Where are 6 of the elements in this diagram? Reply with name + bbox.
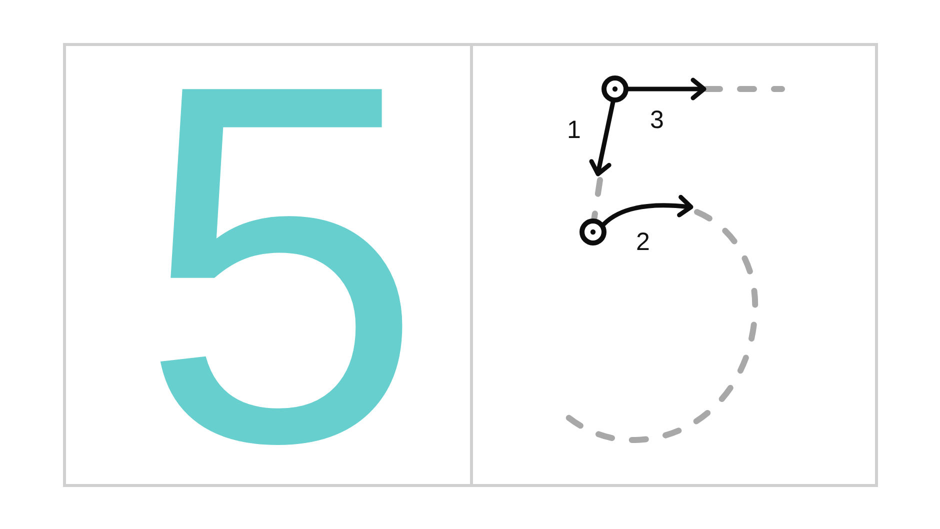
stroke-order-number: 2 [636, 230, 650, 255]
model-digit-panel [63, 43, 473, 487]
stroke-order-number: 3 [650, 108, 664, 133]
model-digit: 5 [140, 78, 424, 450]
tracing-guide-panel [473, 43, 878, 487]
stroke-order-number: 1 [567, 118, 581, 143]
